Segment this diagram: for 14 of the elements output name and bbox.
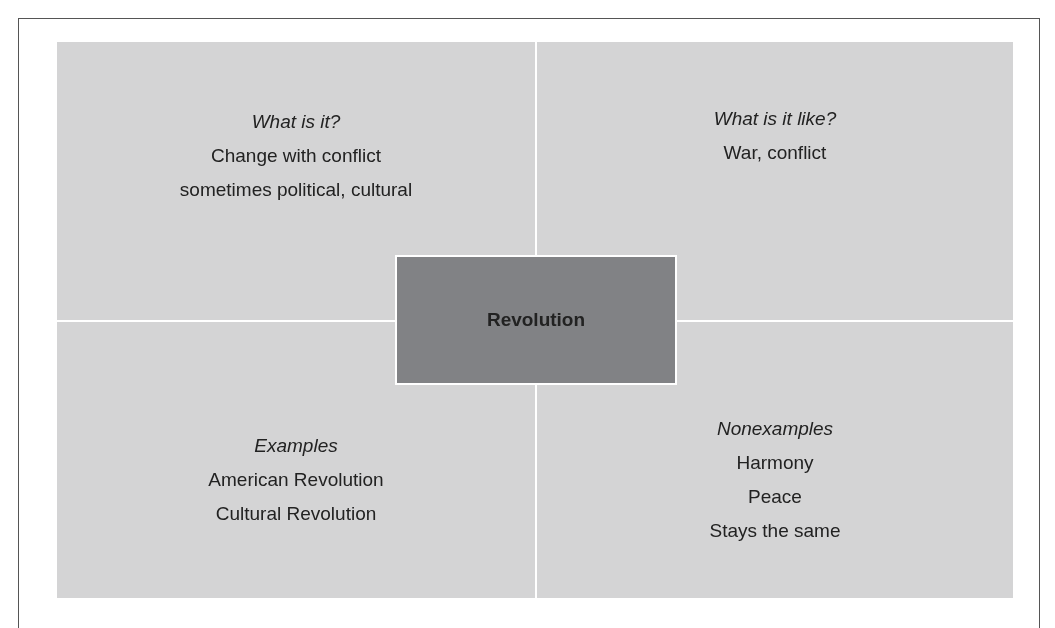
body-text: War, conflict xyxy=(723,141,827,165)
body-text: American Revolution xyxy=(208,468,384,492)
center-term-box xyxy=(395,255,677,385)
body-text: Harmony xyxy=(736,451,814,475)
body-text: Stays the same xyxy=(709,519,841,543)
body-text: Peace xyxy=(748,485,802,509)
body-text: Cultural Revolution xyxy=(215,502,377,526)
heading-text: What is it? xyxy=(251,110,341,134)
heading-text: Examples xyxy=(254,434,338,458)
body-text: Change with conflict xyxy=(210,144,381,168)
heading-text: What is it like? xyxy=(713,107,837,131)
body-text: sometimes political, cultural xyxy=(179,178,413,202)
term-text: Revolution xyxy=(486,309,586,331)
heading-text: Nonexamples xyxy=(716,417,834,441)
